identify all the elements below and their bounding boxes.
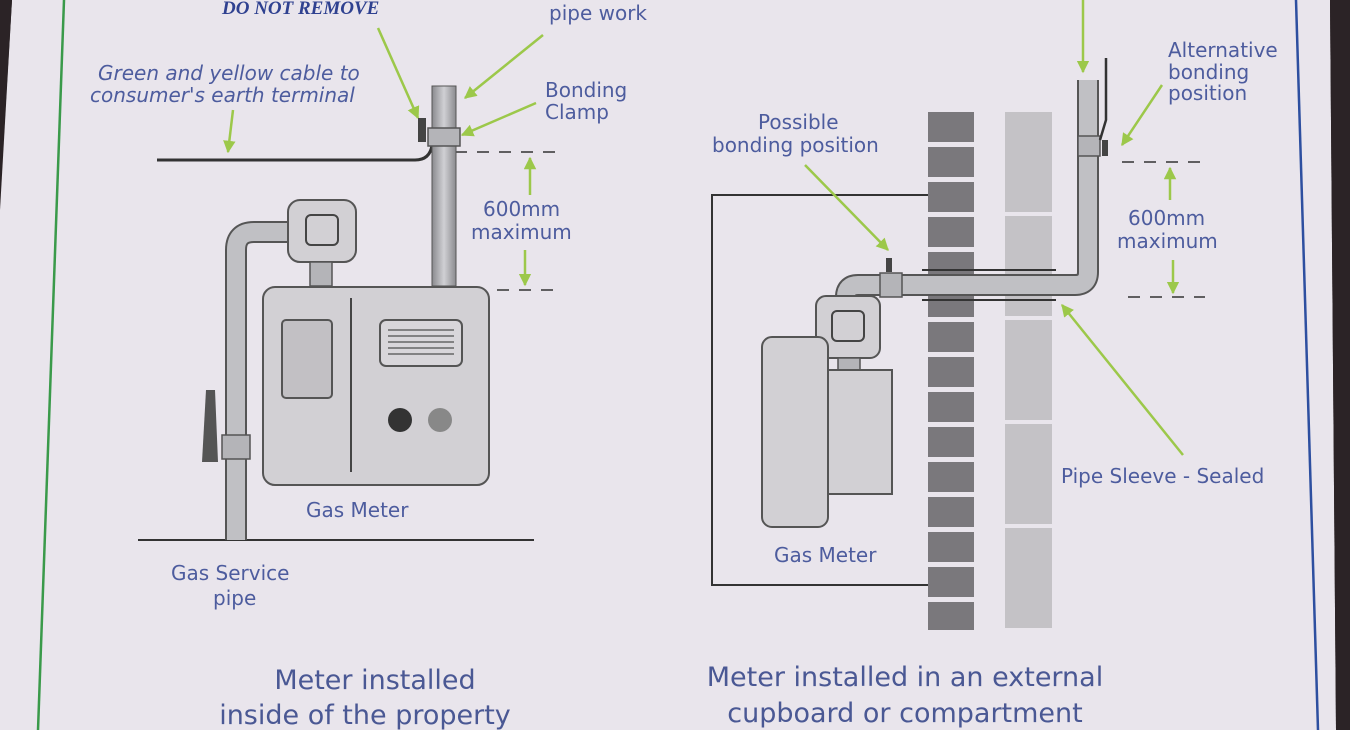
block bbox=[1005, 112, 1052, 212]
pipe-work-label: pipe work bbox=[549, 1, 647, 25]
brick bbox=[928, 357, 974, 387]
brick bbox=[928, 112, 974, 142]
brick bbox=[928, 322, 974, 352]
pipe-sleeve-label: Pipe Sleeve - Sealed bbox=[1061, 464, 1264, 488]
do-not-remove-label: DO NOT REMOVE bbox=[221, 0, 379, 19]
left-caption-line1: Meter installed bbox=[274, 665, 475, 696]
left-border-line bbox=[36, 0, 66, 730]
brick bbox=[928, 217, 974, 247]
brick bbox=[928, 567, 974, 597]
alt-bonding-label-line1: Alternative bbox=[1168, 38, 1278, 62]
block bbox=[1005, 424, 1052, 524]
service-pipe-label-line1: Gas Service bbox=[171, 561, 289, 585]
brick bbox=[928, 427, 974, 457]
right-distance-label-line2: maximum bbox=[1117, 229, 1218, 253]
brick bbox=[928, 182, 974, 212]
brick bbox=[928, 392, 974, 422]
brick bbox=[928, 602, 974, 630]
distance-label-line2: maximum bbox=[471, 220, 572, 244]
possible-bonding-label-line2: bonding position bbox=[712, 133, 879, 157]
bonding-clamp-label-line1: Bonding bbox=[545, 78, 627, 102]
left-diagram: DO NOT REMOVE pipe work Green and yellow… bbox=[90, 0, 647, 730]
cable-label-line2: consumer's earth terminal bbox=[90, 83, 355, 107]
brick bbox=[928, 497, 974, 527]
right-caption-line1: Meter installed in an external bbox=[707, 662, 1103, 693]
bonding-clamp-label-line2: Clamp bbox=[545, 100, 609, 124]
brick bbox=[928, 462, 974, 492]
alt-bonding-label-line3: position bbox=[1168, 81, 1247, 105]
right-gas-meter-label: Gas Meter bbox=[774, 543, 877, 567]
brick-wall bbox=[928, 112, 974, 630]
service-pipe-label-line2: pipe bbox=[213, 586, 256, 610]
right-diagram: Alternative bonding position Possible bo… bbox=[707, 0, 1278, 729]
distance-label-line1: 600mm bbox=[483, 197, 560, 221]
possible-bonding-label-line1: Possible bbox=[758, 110, 839, 134]
gas-meter-label: Gas Meter bbox=[306, 498, 409, 522]
left-caption-line2: inside of the property bbox=[219, 700, 511, 730]
right-border-line bbox=[1294, 0, 1320, 730]
cable-label-line1: Green and yellow cable to bbox=[98, 61, 360, 85]
right-distance-label-line1: 600mm bbox=[1128, 206, 1205, 230]
right-caption-line2: cupboard or compartment bbox=[727, 698, 1083, 729]
brick bbox=[928, 532, 974, 562]
block bbox=[1005, 528, 1052, 628]
block bbox=[1005, 320, 1052, 420]
alt-bonding-label-line2: bonding bbox=[1168, 60, 1249, 84]
block-wall bbox=[1005, 112, 1052, 628]
brick bbox=[928, 147, 974, 177]
